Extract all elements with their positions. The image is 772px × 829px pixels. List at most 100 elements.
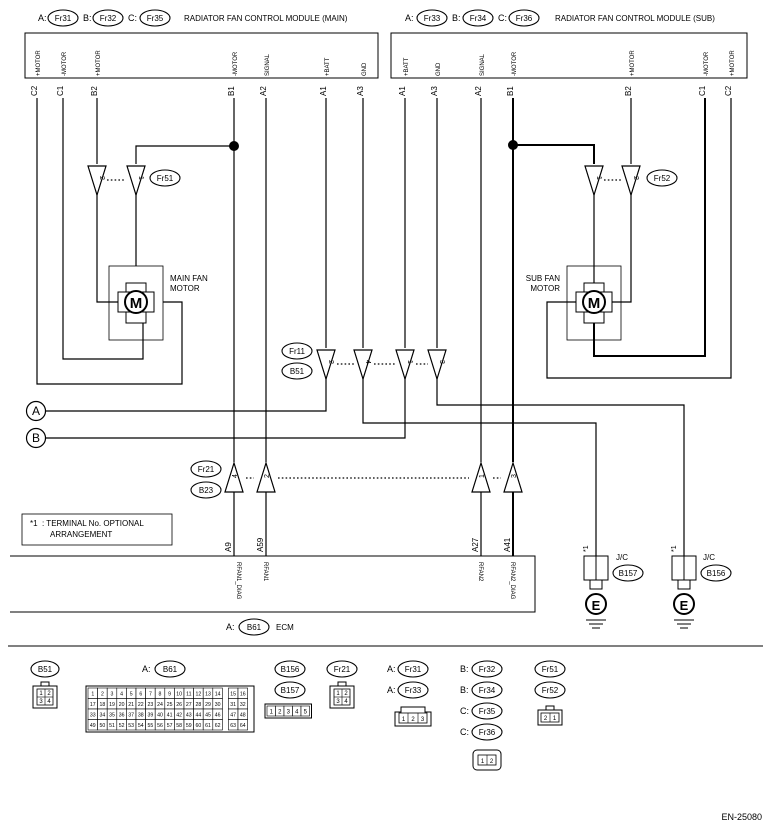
legend-fr21-pin-2: 2: [344, 691, 348, 697]
ecm: A9 A59 A27 A41 RFAN1_DIAG RFAN1 RFAN2 RF…: [10, 537, 536, 636]
sub-conn-c-bubble: [508, 9, 540, 27]
ref-a-label: A: [32, 404, 40, 418]
sub-conn-c-prefix: C:: [498, 13, 507, 23]
sub-pin-signal-a1: +BATT: [404, 57, 410, 76]
legend-fr52-id: Fr52: [542, 686, 559, 695]
wire-main-b1-branch: [135, 145, 234, 164]
b61-pin-label: 20: [119, 702, 125, 708]
b61-pin-label: 52: [119, 723, 125, 729]
ground-b156-id: B156: [707, 569, 726, 578]
ground-b157-mark: *1: [583, 545, 590, 552]
fr51-bubble: [149, 169, 181, 187]
main-motor-symbol: [124, 290, 148, 314]
main-module-box: [24, 32, 379, 79]
legend-fr31-id: Fr31: [405, 665, 422, 674]
fr52-id: Fr52: [654, 174, 671, 183]
b61-pin-label: 58: [176, 723, 182, 729]
b61-pin-label: 9: [168, 692, 171, 698]
ecm-conn-bubble: [238, 618, 270, 636]
ecm-pin-a41: A41: [503, 537, 512, 552]
legend-b51-pin-1: 1: [39, 691, 43, 697]
ecm-signal-rfan2: RFAN2: [477, 562, 483, 582]
b51-id: B51: [290, 367, 305, 376]
sub-conn-b-prefix: B:: [452, 13, 461, 23]
main-module-connector-labels: A: Fr31 B: Fr32 C: Fr35 RADIATOR FAN CON…: [38, 9, 348, 27]
ecm-prefix: A:: [226, 622, 235, 632]
legend-fr33-id: Fr33: [405, 686, 422, 695]
b61-pin-label: 34: [100, 713, 106, 719]
ecm-signal-rfan1-diag: RFAN1_DIAG: [235, 562, 241, 600]
sub-module-connector-labels: A: Fr33 B: Fr34 C: Fr36 RADIATOR FAN CON…: [405, 9, 715, 27]
fr52-connector: 1 2 Fr52: [584, 165, 678, 198]
note-text-2: ARRANGEMENT: [50, 530, 112, 539]
b156-pin-label: 1: [270, 710, 274, 716]
sub-module-title: RADIATOR FAN CONTROL MODULE (SUB): [555, 14, 715, 23]
b61-pin-label: 14: [215, 692, 221, 698]
wire-ground-b156: [436, 378, 685, 556]
legend-fr31-pin-1: 1: [402, 717, 406, 723]
ecm-box: [10, 555, 536, 613]
wire-sub-c1: [593, 98, 706, 357]
fr21-pin-1-label: 1: [479, 474, 486, 478]
main-pin-b2: B2: [90, 86, 99, 96]
legend-b51: B51 1 2 3 4: [30, 660, 60, 709]
wire-ref-b: [46, 378, 406, 439]
ground-b157-symbol: [585, 593, 607, 615]
fr21-pin-2: [256, 460, 276, 493]
main-conn-c-prefix: C:: [128, 13, 137, 23]
sub-conn-b-id: Fr34: [470, 14, 487, 23]
sub-module-box: [390, 32, 748, 79]
b61-pin-label: 53: [128, 723, 134, 729]
ref-b-label: B: [32, 431, 40, 445]
b61-pin-label: 25: [167, 702, 173, 708]
b61-pin-label: 39: [148, 713, 154, 719]
main-motor-label-2: MOTOR: [170, 284, 200, 293]
fr52-pin-2-label: 2: [632, 176, 639, 180]
legend-fr31-pin-2: 2: [411, 717, 415, 723]
sub-pin-c1: C1: [698, 85, 707, 96]
main-pin-a1: A1: [319, 86, 328, 96]
b61-pin-label: 56: [157, 723, 163, 729]
fr21-pin-3-label: 3: [511, 474, 518, 478]
ground-b157-id: B157: [619, 569, 638, 578]
main-motor-label-1: MAIN FAN: [170, 274, 208, 283]
reference-markers: A B: [25, 400, 47, 449]
b156-pin-cell: [300, 705, 310, 717]
fr11-pin-3: [427, 349, 447, 382]
legend-b61-id: B61: [163, 665, 178, 674]
b61-pin-label: 60: [196, 723, 202, 729]
note-text-1: : TERMINAL No. OPTIONAL: [42, 519, 144, 528]
b61-pin-label: 50: [100, 723, 106, 729]
main-pin-c2: C2: [30, 85, 39, 96]
b61-pin-label: 32: [240, 702, 246, 708]
wire-main-c1: [62, 98, 144, 360]
b61-pin-label: 7: [149, 692, 152, 698]
b61-pin-label: 45: [205, 713, 211, 719]
b61-pin-label: 12: [196, 692, 202, 698]
legend-fr35-id: Fr35: [479, 707, 496, 716]
sub-pin-signal-a3: GND: [436, 62, 442, 76]
sub-pin-a2: A2: [474, 86, 483, 96]
b61-pin-label: 13: [205, 692, 211, 698]
ecm-signal-rfan1: RFAN1: [262, 562, 268, 582]
b61-pin-label: 38: [138, 713, 144, 719]
fr21-pin-4: [224, 460, 244, 493]
b61-pin-label: 28: [196, 702, 202, 708]
fr11-pin-2: [316, 349, 336, 382]
b61-pin-label: 51: [109, 723, 115, 729]
legend-fr32-pin-1: 1: [481, 759, 485, 765]
b61-pin-label: 57: [167, 723, 173, 729]
fr51-connector: 2 1 Fr51: [87, 165, 181, 198]
legend-fr35-prefix: C:: [460, 706, 469, 716]
fr21-pin-3: [503, 460, 523, 493]
b61-pin-label: 1: [91, 692, 94, 698]
b61-pin-label: 10: [176, 692, 182, 698]
main-pin-a2: A2: [259, 86, 268, 96]
legend-b156-id: B156: [281, 665, 300, 674]
legend-fr21-id: Fr21: [334, 665, 351, 674]
note-box: *1 : TERMINAL No. OPTIONAL ARRANGEMENT: [21, 513, 173, 546]
b61-pin-label: 35: [109, 713, 115, 719]
ground-b156-jc: J/C: [703, 553, 715, 562]
